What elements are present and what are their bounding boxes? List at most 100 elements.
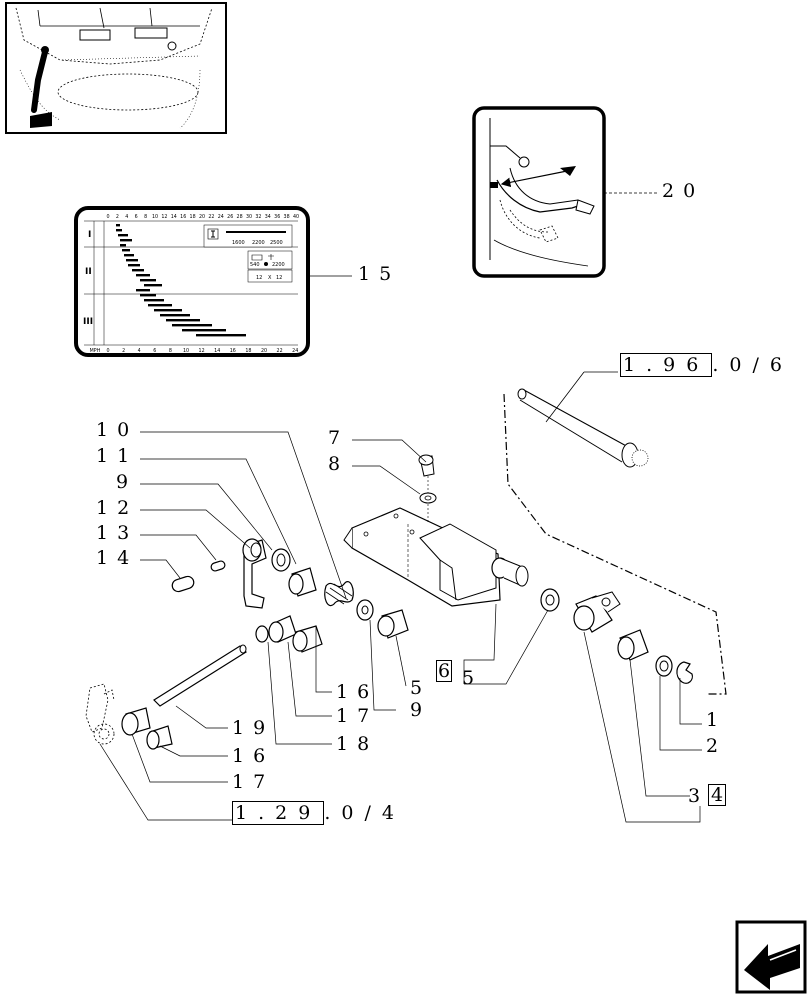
gear-speed-bar	[136, 289, 150, 292]
pedal-detail-view	[472, 106, 606, 278]
gear-speed-bar	[196, 334, 246, 337]
gear-speed-bar	[122, 249, 130, 252]
bottom-axis-tick: 16	[230, 348, 236, 354]
bottom-axis-tick: 14	[214, 348, 220, 354]
rpm-value-2: 2200	[252, 240, 265, 246]
pto-label: 540	[250, 262, 260, 268]
range-label-3: III	[83, 317, 93, 327]
bottom-axis-tick: 10	[183, 348, 189, 354]
callout-6: 6	[436, 660, 453, 682]
gear-speed-bar	[116, 229, 122, 232]
bottom-axis-tick: 0	[106, 348, 109, 354]
gear-speed-bar	[154, 309, 182, 312]
callout-16-mid: 16	[336, 681, 379, 703]
gear-speed-bar	[124, 254, 134, 257]
speed-chart-gear-bars	[116, 224, 246, 337]
gear-speed-bar	[148, 304, 172, 307]
callout-9-bottom: 9	[410, 699, 432, 721]
top-axis-tick: 28	[237, 214, 243, 220]
top-axis-tick: 10	[152, 214, 158, 220]
callout-4: 4	[708, 784, 727, 806]
reference-1-29-box: 1.29	[232, 801, 325, 825]
top-axis-tick: 32	[255, 214, 261, 220]
bottom-axis-tick: 8	[169, 348, 172, 354]
bottom-axis-tick: 22	[277, 348, 283, 354]
top-axis-tick: 38	[284, 214, 290, 220]
bottom-axis-tick: 20	[261, 348, 267, 354]
callout-19: 19	[232, 717, 275, 739]
callout-7: 7	[328, 427, 350, 449]
bottom-axis-tick: 4	[138, 348, 141, 354]
top-axis-tick: 14	[171, 214, 177, 220]
top-axis-tick: 4	[125, 214, 128, 220]
callout-14: 14	[96, 547, 139, 569]
gear-speed-bar	[172, 324, 212, 327]
top-axis-tick: 20	[199, 214, 205, 220]
tire-label: 12	[256, 275, 262, 281]
top-axis-tick: 0	[106, 214, 109, 220]
top-axis-tick: 6	[135, 214, 138, 220]
gear-speed-bar	[120, 244, 126, 247]
next-page-arrow-icon[interactable]	[735, 920, 807, 994]
rpm-value-1: 1600	[232, 240, 245, 246]
callout-5-right: 5	[462, 667, 475, 689]
callout-20: 20	[662, 180, 705, 202]
callout-17-low: 17	[232, 771, 275, 793]
callout-17-mid: 17	[336, 705, 379, 727]
top-axis-tick: 22	[208, 214, 214, 220]
speed-chart-legend: 1600 2200 2500 540 2200 12 X 12	[203, 224, 293, 283]
gear-speed-bar	[140, 294, 156, 297]
top-axis-tick: 26	[227, 214, 233, 220]
bottom-axis-tick: 18	[245, 348, 251, 354]
callout-18: 18	[336, 733, 379, 755]
tire-x: X	[268, 275, 272, 281]
left-parts	[85, 538, 409, 750]
reference-1-96-0-6[interactable]: 1.96.0/6	[620, 353, 793, 377]
top-axis-tick: 34	[265, 214, 271, 220]
top-axis-tick: 12	[161, 214, 167, 220]
callout-9-top: 9	[116, 471, 138, 493]
pto-rpm: 2200	[272, 262, 285, 268]
reference-1-29-suffix: .0/4	[324, 802, 405, 824]
callout-15: 15	[358, 263, 401, 285]
top-axis-tick: 24	[218, 214, 224, 220]
gear-speed-bar	[160, 314, 190, 317]
callout-11: 11	[96, 445, 139, 467]
callout-10: 10	[96, 419, 139, 441]
right-parts	[540, 588, 693, 684]
bottom-axis-tick: 2	[122, 348, 125, 354]
top-axis-tick: 18	[190, 214, 196, 220]
shaft-assembly-dashed	[503, 371, 727, 695]
gear-speed-bar	[132, 269, 144, 272]
top-axis-tick: 40	[293, 214, 299, 220]
reference-1-29-0-4[interactable]: 1.29.0/4	[232, 801, 405, 825]
callout-8: 8	[328, 453, 350, 475]
gear-speed-bar	[144, 284, 162, 287]
gear-speed-bar	[140, 279, 156, 282]
callout-12: 12	[96, 497, 139, 519]
gear-speed-bar	[136, 274, 150, 277]
gear-speed-bar	[182, 329, 226, 332]
bottom-axis-tick: 6	[153, 348, 156, 354]
gear-speed-bar	[128, 264, 140, 267]
callout-1: 1	[706, 709, 719, 731]
top-axis-tick: 2	[116, 214, 119, 220]
reference-1-96-box: 1.96	[620, 353, 713, 377]
callout-16-low: 16	[232, 745, 275, 767]
gear-speed-bar	[116, 224, 120, 227]
callout-5-left: 5	[410, 677, 432, 699]
gear-speed-bar	[144, 299, 164, 302]
leader-lines	[99, 431, 702, 823]
callout-3: 3	[688, 785, 701, 807]
gear-speed-bar	[166, 319, 200, 322]
bottom-axis-tick: 12	[199, 348, 205, 354]
rpm-value-3: 2500	[270, 240, 283, 246]
bottom-axis-unit: MPH	[90, 348, 101, 354]
top-axis-tick: 36	[274, 214, 280, 220]
callout-13: 13	[96, 522, 139, 544]
